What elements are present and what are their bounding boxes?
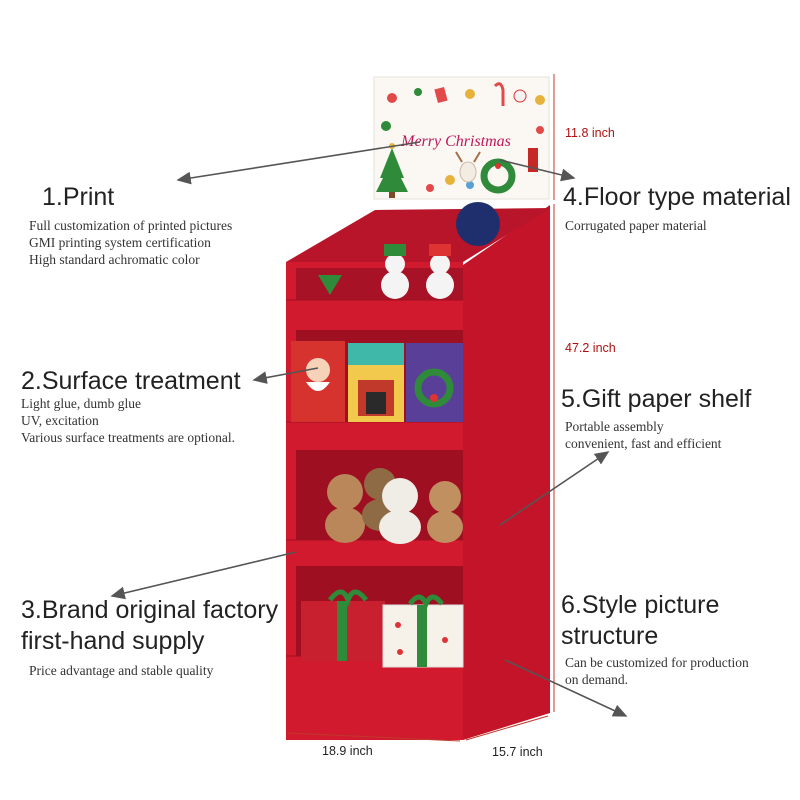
shelf-4-products — [301, 589, 464, 668]
dimension-body-height: 47.2 inch — [565, 341, 616, 355]
mini-tree-icon — [318, 275, 342, 295]
feature-3-title-line-2: first-hand supply — [21, 627, 205, 655]
feature-5-line-2: convenient, fast and efficient — [565, 436, 722, 451]
dimension-lines — [287, 74, 555, 742]
shelf-lip-2 — [286, 422, 463, 450]
dimension-header-height: 11.8 inch — [565, 126, 615, 140]
shelf-lip-3 — [286, 540, 463, 566]
christmas-tree-icon — [376, 143, 408, 198]
feature-2-line-1: Light glue, dumb glue — [21, 396, 141, 411]
feature-1-line-2: GMI printing system certification — [29, 235, 211, 250]
feature-1-line-1: Full customization of printed pictures — [29, 218, 233, 233]
teddy-bear-icon — [427, 481, 463, 543]
feature-3-line-1: Price advantage and stable quality — [29, 663, 214, 678]
snowman-icon — [426, 244, 454, 299]
feature-6-title-line-1: 6.Style picture — [561, 591, 720, 619]
feature-6-line-1: Can be customized for production — [565, 655, 749, 670]
feature-1-description: Full customization of printed pictures G… — [29, 217, 232, 268]
wreath-icon — [480, 158, 516, 194]
shelf-3-products — [325, 468, 463, 544]
feature-4-title: 4.Floor type material — [563, 183, 791, 211]
callout-arrows — [110, 141, 628, 717]
shelf-2-products — [291, 341, 463, 422]
banner-text: Merry Christmas — [400, 133, 511, 150]
feature-2-line-3: Various surface treatments are optional. — [21, 430, 236, 445]
teddy-bear-icon — [325, 474, 365, 543]
feature-6-line-2: on demand. — [565, 672, 628, 687]
feature-5-line-1: Portable assembly — [565, 419, 664, 434]
dimension-width: 18.9 inch — [322, 744, 373, 758]
snowman-icon — [381, 244, 409, 299]
reindeer-icon — [455, 151, 481, 183]
dimension-depth: 15.7 inch — [492, 745, 543, 759]
feature-2-description: Light glue, dumb glue UV, excitation Var… — [21, 395, 235, 446]
brand-badge-icon — [456, 202, 500, 246]
feature-5-title: 5.Gift paper shelf — [561, 385, 752, 413]
feature-2-title: 2.Surface treatment — [21, 367, 241, 395]
feature-1-title: 1.Print — [42, 183, 115, 211]
shelf-base — [286, 656, 463, 740]
feature-3-title-line-1: 3.Brand original factory — [21, 596, 279, 624]
shelf-side-panel — [463, 205, 550, 740]
feature-1-line-3: High standard achromatic color — [29, 252, 200, 267]
feature-5-description: Portable assembly convenient, fast and e… — [565, 418, 721, 452]
header-card: Merry Christmas — [373, 76, 550, 200]
feature-3-description: Price advantage and stable quality — [29, 662, 213, 679]
feature-6-title: 6.Style picture structure — [561, 590, 719, 652]
christmas-decoration-icons — [381, 82, 545, 192]
feature-2-line-2: UV, excitation — [21, 413, 99, 428]
feature-6-description: Can be customized for production on dema… — [565, 654, 749, 688]
teddy-bear-icon — [379, 478, 421, 544]
wreath-box — [406, 343, 463, 422]
shelf-1-products — [318, 202, 500, 299]
feature-3-title: 3.Brand original factory first-hand supp… — [21, 595, 278, 657]
feature-4-line-1: Corrugated paper material — [565, 218, 707, 233]
feature-4-description: Corrugated paper material — [565, 217, 707, 234]
shelf-lip-1 — [286, 300, 463, 328]
feature-6-title-line-2: structure — [561, 622, 659, 650]
